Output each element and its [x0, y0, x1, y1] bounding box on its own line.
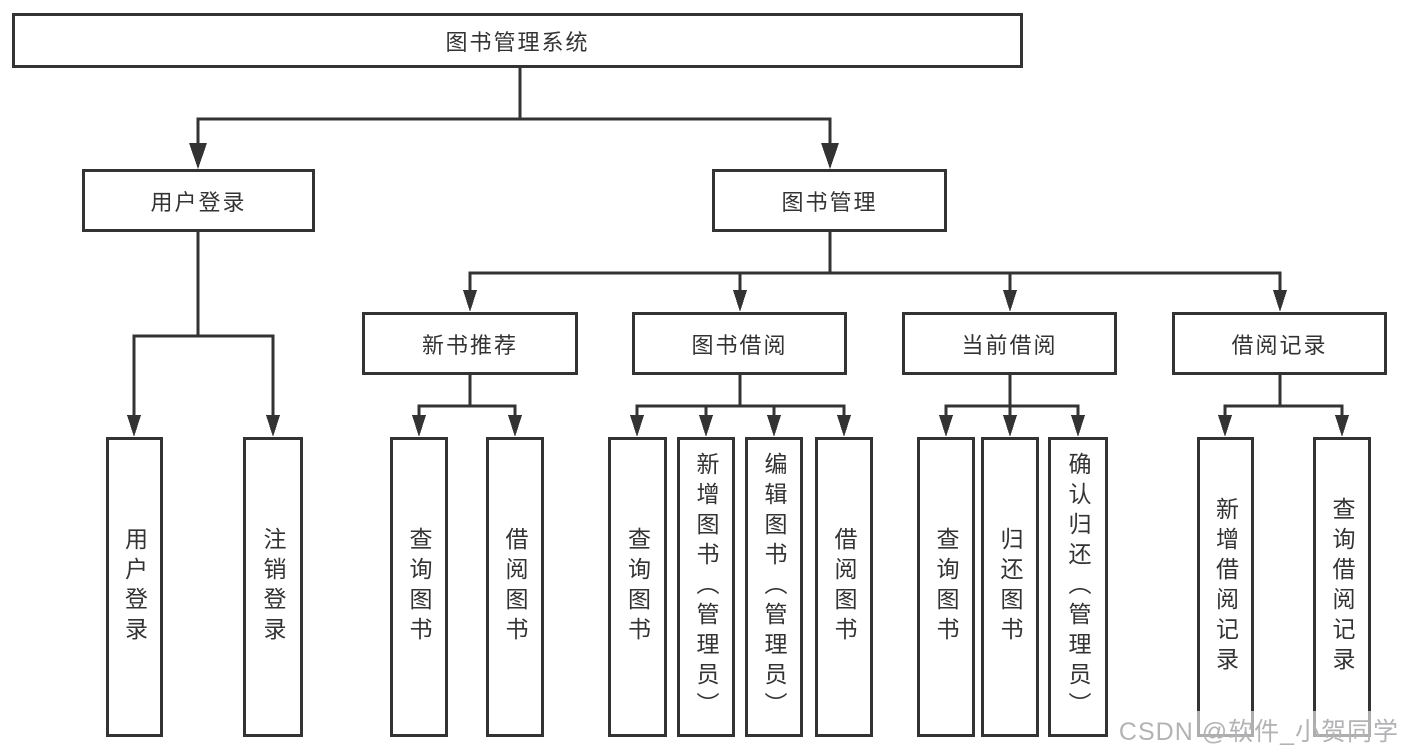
leaf-current-confirm-return-admin: 确认归还（管理员） — [1048, 437, 1108, 737]
leaf-current-query-books: 查询图书 — [917, 437, 975, 737]
node-new-book-recommend: 新书推荐 — [362, 312, 578, 375]
leaf-borrowing-borrow-books: 借阅图书 — [815, 437, 873, 737]
leaf-current-return-books: 归还图书 — [981, 437, 1039, 737]
leaf-recommend-borrow-books: 借阅图书 — [486, 437, 544, 737]
node-book-management: 图书管理 — [712, 169, 947, 232]
leaf-borrowing-add-books-admin: 新增图书（管理员） — [677, 437, 735, 737]
leaf-logout-login: 注销登录 — [243, 437, 303, 737]
leaf-borrowing-query-books: 查询图书 — [608, 437, 667, 737]
leaf-records-query-record: 查询借阅记录 — [1313, 437, 1371, 737]
node-current-borrowing: 当前借阅 — [902, 312, 1117, 375]
node-user-login: 用户登录 — [82, 169, 315, 232]
watermark-csdn: CSDN @软件_小贺同学 — [1115, 711, 1402, 747]
node-library-management-system: 图书管理系统 — [12, 13, 1023, 68]
node-borrowing-records: 借阅记录 — [1172, 312, 1387, 375]
leaf-borrowing-edit-books-admin: 编辑图书（管理员） — [745, 437, 803, 737]
node-book-borrowing: 图书借阅 — [632, 312, 847, 375]
leaf-records-add-record: 新增借阅记录 — [1197, 437, 1254, 737]
leaf-recommend-query-books: 查询图书 — [390, 437, 448, 737]
leaf-user-login: 用户登录 — [106, 437, 163, 737]
